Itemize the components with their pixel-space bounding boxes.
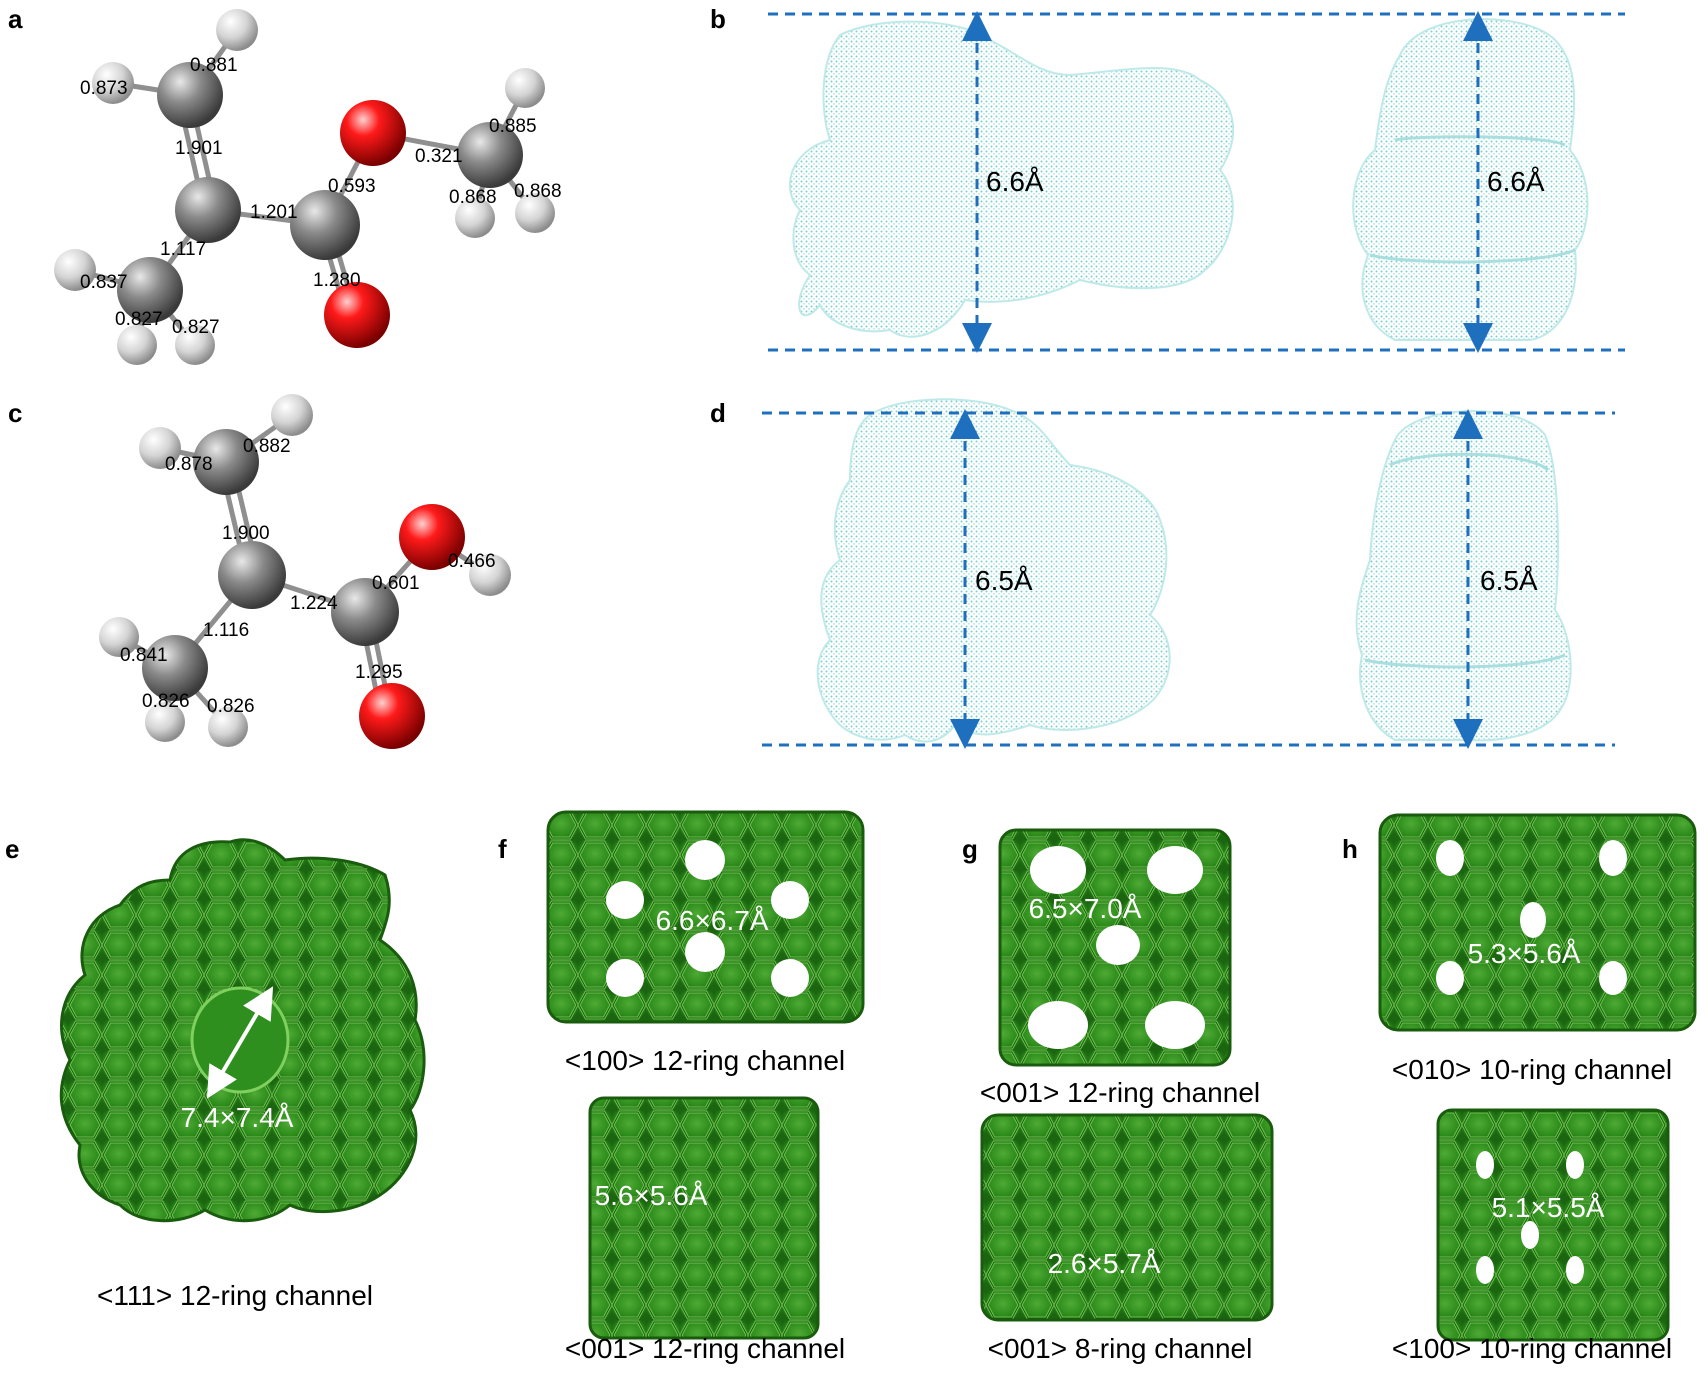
zeolite-f-top: [546, 810, 865, 1024]
panel-letter-e: e: [5, 834, 20, 864]
dimension-label: 6.6Å: [1487, 166, 1545, 197]
panel-letter-c: c: [8, 398, 23, 428]
bond-label: 0.826: [207, 696, 255, 717]
pore-arrow: [206, 986, 274, 1099]
surface-b-left: [789, 20, 1234, 338]
panel-letter-f: f: [498, 834, 507, 864]
bond-label: 0.827: [172, 317, 220, 338]
channel-caption-f-bottom: <001> 12-ring channel: [564, 1333, 846, 1364]
bond-label: 0.885: [489, 116, 537, 137]
bond-label: 0.827: [115, 309, 163, 330]
bond-label: 0.868: [449, 187, 497, 208]
channel-caption-g-top: <001> 12-ring channel: [979, 1077, 1261, 1108]
dimension-label: 6.6Å: [986, 166, 1044, 197]
molecule-c: [99, 394, 511, 749]
bond-label: 0.878: [165, 454, 213, 475]
panel-letter-d: d: [710, 398, 726, 428]
pore-dimension: 2.6×5.7Å: [1048, 1248, 1161, 1279]
surface-b-right: [1352, 18, 1589, 341]
panel-letter-g: g: [962, 834, 978, 864]
bond-label: 1.117: [160, 239, 206, 260]
dimension-label: 6.5Å: [975, 565, 1033, 596]
bond-label: 1.280: [313, 270, 361, 291]
panel-letter-h: h: [1342, 834, 1358, 864]
zeolite-f-bottom: [588, 1096, 820, 1340]
zeolite-g-bottom: [980, 1113, 1274, 1322]
pore-dimension: 5.3×5.6Å: [1468, 938, 1581, 969]
zeolite-e: [59, 838, 426, 1223]
panel-letter-b: b: [710, 4, 726, 34]
panel-letter-a: a: [8, 4, 23, 34]
dimension-label: 6.5Å: [1480, 565, 1538, 596]
bond-label: 0.881: [190, 55, 238, 76]
channel-caption-e: <111> 12-ring channel: [96, 1280, 374, 1311]
bond-label: 1.900: [222, 523, 270, 544]
bond-label: 0.841: [120, 645, 168, 666]
bond-labels-c: 0.878 0.882 1.900 0.601 0.466 1.224 1.11…: [120, 436, 496, 717]
zeolite-h-bottom: [1436, 1108, 1670, 1342]
bond-label: 0.837: [80, 272, 128, 293]
channel-caption-h-top: <010> 10-ring channel: [1391, 1054, 1673, 1085]
dimension-lines-d: [762, 409, 1615, 749]
molecule-a: [54, 9, 555, 365]
bond-label: 1.201: [250, 202, 298, 223]
pore-dimension: 5.1×5.5Å: [1492, 1192, 1605, 1223]
bond-labels-a: 0.881 0.873 1.901 0.593 0.321 0.885 0.86…: [80, 55, 562, 338]
pore-dimension: 7.4×7.4Å: [181, 1102, 294, 1133]
bond-label: 0.593: [328, 176, 376, 197]
bond-label: 0.321: [415, 146, 463, 167]
zeolite-h-top: [1378, 813, 1697, 1032]
pore-dimension: 6.6×6.7Å: [656, 905, 769, 936]
bond-label: 0.868: [514, 181, 562, 202]
bond-label: 0.466: [448, 551, 496, 572]
zeolite-g-top: [998, 828, 1232, 1067]
bond-label: 1.116: [203, 620, 249, 641]
pore-dimension: 5.6×5.6Å: [595, 1180, 708, 1211]
channel-caption-h-bottom: <100> 10-ring channel: [1391, 1333, 1673, 1364]
surface-d-right: [1355, 410, 1572, 742]
bond-label: 0.873: [80, 78, 128, 99]
bond-label: 0.882: [243, 436, 291, 457]
dimension-lines-b: [768, 10, 1625, 353]
pore-dimension: 6.5×7.0Å: [1029, 893, 1142, 924]
bond-label: 0.601: [372, 573, 420, 594]
bond-label: 1.295: [355, 662, 403, 683]
surface-d-left: [816, 398, 1171, 743]
channel-caption-g-bottom: <001> 8-ring channel: [987, 1333, 1253, 1364]
bond-label: 1.224: [290, 593, 338, 614]
bond-label: 1.901: [175, 138, 223, 159]
bond-label: 0.826: [142, 691, 190, 712]
channel-caption-f-top: <100> 12-ring channel: [564, 1045, 846, 1076]
